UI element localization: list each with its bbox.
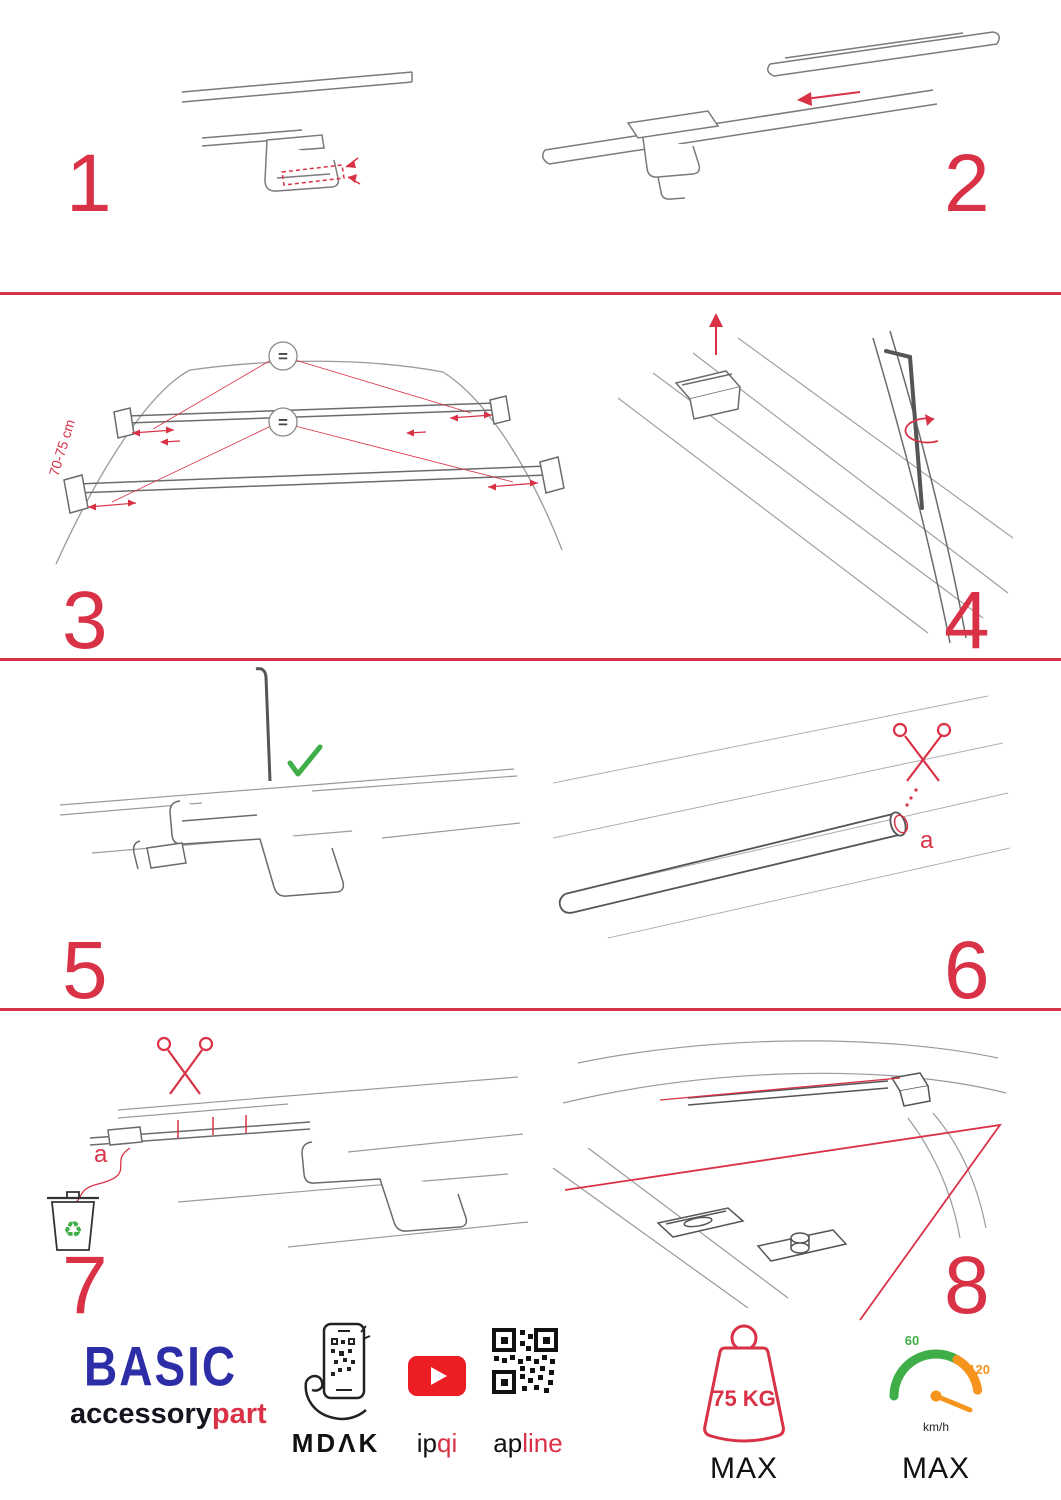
step4-illustration xyxy=(617,313,1014,644)
bar-distance-dimension: 70-75 cm xyxy=(46,417,78,477)
equal-distance-label: = xyxy=(278,413,288,432)
cut-part-label: a xyxy=(94,1141,108,1168)
step1-illustration xyxy=(181,71,413,192)
handle-ipqi-part2: qi xyxy=(437,1428,458,1458)
qr-code xyxy=(492,1328,558,1394)
step7-number: 7 xyxy=(62,1240,108,1331)
cut-part-label: a xyxy=(920,827,934,854)
section-divider xyxy=(0,658,1061,661)
step4-number: 4 xyxy=(944,575,990,666)
step3-illustration: = = 70-75 cm xyxy=(46,341,565,565)
youtube-icon xyxy=(408,1356,466,1396)
brand-name-part2: part xyxy=(211,1398,267,1430)
handle-apline-part2: line xyxy=(522,1428,563,1458)
max-weight-icon: 75 KG xyxy=(703,1324,785,1443)
speedometer-icon: 60 120 km/h xyxy=(889,1333,990,1434)
social-handle-apline: apline xyxy=(480,1428,576,1459)
step1-number: 1 xyxy=(66,138,112,229)
step2-illustration xyxy=(542,31,1000,200)
recycle-icon: ♻ xyxy=(63,1218,83,1243)
step2-number: 2 xyxy=(944,138,990,229)
step3-number: 3 xyxy=(62,575,108,666)
handle-apline-part1: ap xyxy=(493,1428,523,1458)
section-divider xyxy=(0,292,1061,295)
max-weight-label: MAX xyxy=(709,1452,778,1485)
equal-distance-label: = xyxy=(278,347,288,366)
brand-name-part1: accessory xyxy=(70,1398,212,1430)
speed-tick-low: 60 xyxy=(905,1333,919,1348)
max-speed-label: MAX xyxy=(901,1452,970,1485)
handle-ipqi-part1: ip xyxy=(416,1428,437,1458)
social-handle-mdak: MDΛK xyxy=(291,1428,381,1458)
step7-illustration: a ♻ xyxy=(47,1036,528,1251)
step8-illustration xyxy=(552,1040,1007,1321)
social-handle-ipqi: ipqi xyxy=(398,1428,476,1459)
step5-illustration xyxy=(59,667,521,897)
max-weight-value: 75 KG xyxy=(712,1386,776,1411)
speed-unit-label: km/h xyxy=(923,1420,949,1434)
section-divider xyxy=(0,1008,1061,1011)
speed-tick-high: 120 xyxy=(968,1362,990,1377)
step5-number: 5 xyxy=(62,925,108,1016)
step6-number: 6 xyxy=(944,925,990,1016)
brand-logo-basic: BASIC xyxy=(84,1335,238,1398)
brand-name-accessorypart: accessorypart xyxy=(70,1398,267,1431)
step8-number: 8 xyxy=(944,1240,990,1331)
step6-illustration: a xyxy=(552,695,1011,939)
phone-qr-scan-icon xyxy=(304,1322,371,1421)
